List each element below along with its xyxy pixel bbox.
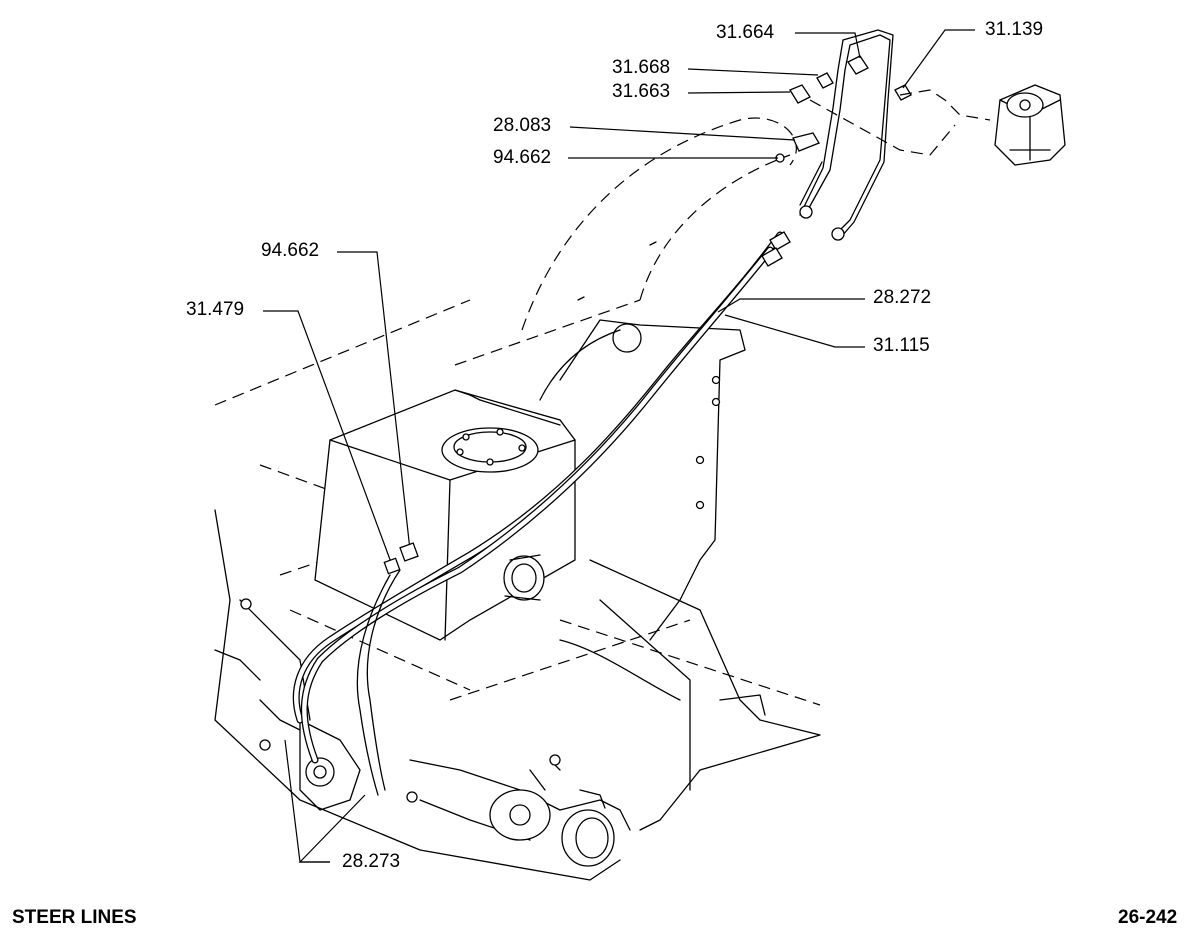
steering-hoses bbox=[292, 231, 784, 796]
page-number: 26-242 bbox=[1118, 907, 1178, 928]
manifold-fittings bbox=[775, 55, 912, 163]
callout-31668: 31.668 bbox=[612, 57, 671, 78]
callout-31664: 31.664 bbox=[716, 22, 775, 43]
callout-31663: 31.663 bbox=[612, 81, 671, 102]
callout-94662-top: 94.662 bbox=[493, 147, 552, 168]
hydraulic-tank bbox=[314, 389, 576, 641]
callout-28273: 28.273 bbox=[342, 851, 401, 872]
hose-clamps bbox=[383, 542, 419, 575]
fender-outline bbox=[521, 117, 797, 331]
callout-31139: 31.139 bbox=[985, 19, 1044, 40]
callout-94662-clamp: 94.662 bbox=[261, 240, 320, 261]
callout-31479: 31.479 bbox=[186, 299, 245, 320]
callout-28083: 28.083 bbox=[493, 115, 552, 136]
callout-28272: 28.272 bbox=[873, 287, 932, 308]
chassis-plate bbox=[539, 319, 821, 831]
callout-31115: 31.115 bbox=[873, 335, 930, 356]
page-title: STEER LINES bbox=[12, 907, 137, 928]
leader-lines bbox=[263, 29, 975, 863]
steering-valve bbox=[809, 84, 1066, 166]
steel-tubes bbox=[761, 29, 894, 267]
